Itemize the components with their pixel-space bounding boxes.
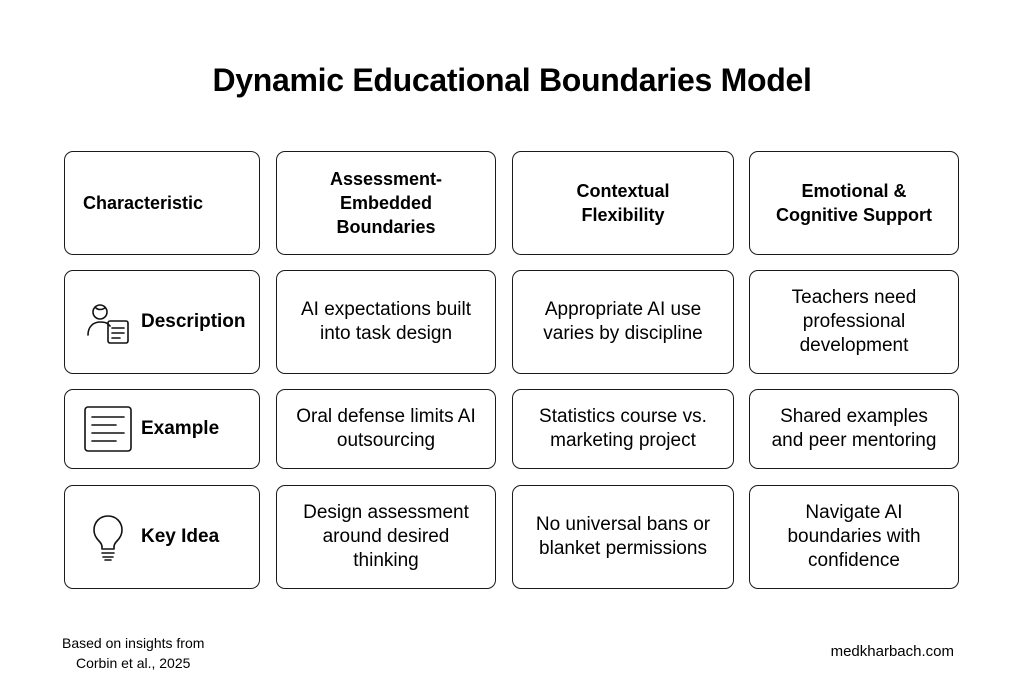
header-characteristic-label: Characteristic bbox=[83, 193, 204, 213]
header-assessment-embedded-label: Assessment-Embedded Boundaries bbox=[329, 169, 443, 237]
row-label-description-text: Description bbox=[141, 311, 246, 332]
header-contextual-flexibility-label: Contextual Flexibility bbox=[576, 181, 670, 225]
example-contextual-text: Statistics course vs. marketing project bbox=[539, 406, 707, 451]
description-assessment-text: AI expectations built into task design bbox=[300, 299, 472, 344]
source-citation-line2: Corbin et al., 2025 bbox=[76, 655, 191, 671]
example-support-text: Shared examples and peer mentoring bbox=[771, 406, 937, 451]
key-idea-contextual-cell: No universal bans or blanket permissions bbox=[512, 485, 734, 589]
key-idea-assessment-text: Design assessment around desired thinkin… bbox=[303, 502, 469, 571]
source-citation: Based on insights from Corbin et al., 20… bbox=[62, 633, 204, 673]
person-document-icon bbox=[83, 297, 133, 347]
key-idea-support-cell: Navigate AI boundaries with confidence bbox=[749, 485, 959, 589]
key-idea-support-text: Navigate AI boundaries with confidence bbox=[787, 502, 921, 571]
description-support-text: Teachers need professional development bbox=[791, 287, 917, 356]
key-idea-assessment-cell: Design assessment around desired thinkin… bbox=[276, 485, 496, 589]
row-label-example: Example bbox=[64, 389, 260, 469]
page-title: Dynamic Educational Boundaries Model bbox=[212, 62, 812, 98]
lightbulb-icon bbox=[83, 512, 133, 562]
header-emotional-cognitive: Emotional & Cognitive Support bbox=[749, 151, 959, 255]
row-label-key-idea-text: Key Idea bbox=[141, 526, 220, 547]
row-label-example-text: Example bbox=[141, 418, 220, 439]
example-support-cell: Shared examples and peer mentoring bbox=[749, 389, 959, 469]
description-contextual-text: Appropriate AI use varies by discipline bbox=[543, 299, 703, 344]
description-support-cell: Teachers need professional development bbox=[749, 270, 959, 374]
key-idea-contextual-text: No universal bans or blanket permissions bbox=[535, 514, 711, 559]
example-contextual-cell: Statistics course vs. marketing project bbox=[512, 389, 734, 469]
header-assessment-embedded: Assessment-Embedded Boundaries bbox=[276, 151, 496, 255]
example-assessment-cell: Oral defense limits AI outsourcing bbox=[276, 389, 496, 469]
site-credit: medkharbach.com bbox=[830, 643, 954, 660]
row-label-description: Description bbox=[64, 270, 260, 374]
header-contextual-flexibility: Contextual Flexibility bbox=[512, 151, 734, 255]
document-lines-icon bbox=[83, 404, 133, 454]
description-assessment-cell: AI expectations built into task design bbox=[276, 270, 496, 374]
row-label-key-idea: Key Idea bbox=[64, 485, 260, 589]
header-characteristic: Characteristic bbox=[64, 151, 260, 255]
example-assessment-text: Oral defense limits AI outsourcing bbox=[296, 406, 476, 451]
header-emotional-cognitive-label: Emotional & Cognitive Support bbox=[776, 181, 932, 225]
source-citation-line1: Based on insights from bbox=[62, 635, 205, 651]
description-contextual-cell: Appropriate AI use varies by discipline bbox=[512, 270, 734, 374]
